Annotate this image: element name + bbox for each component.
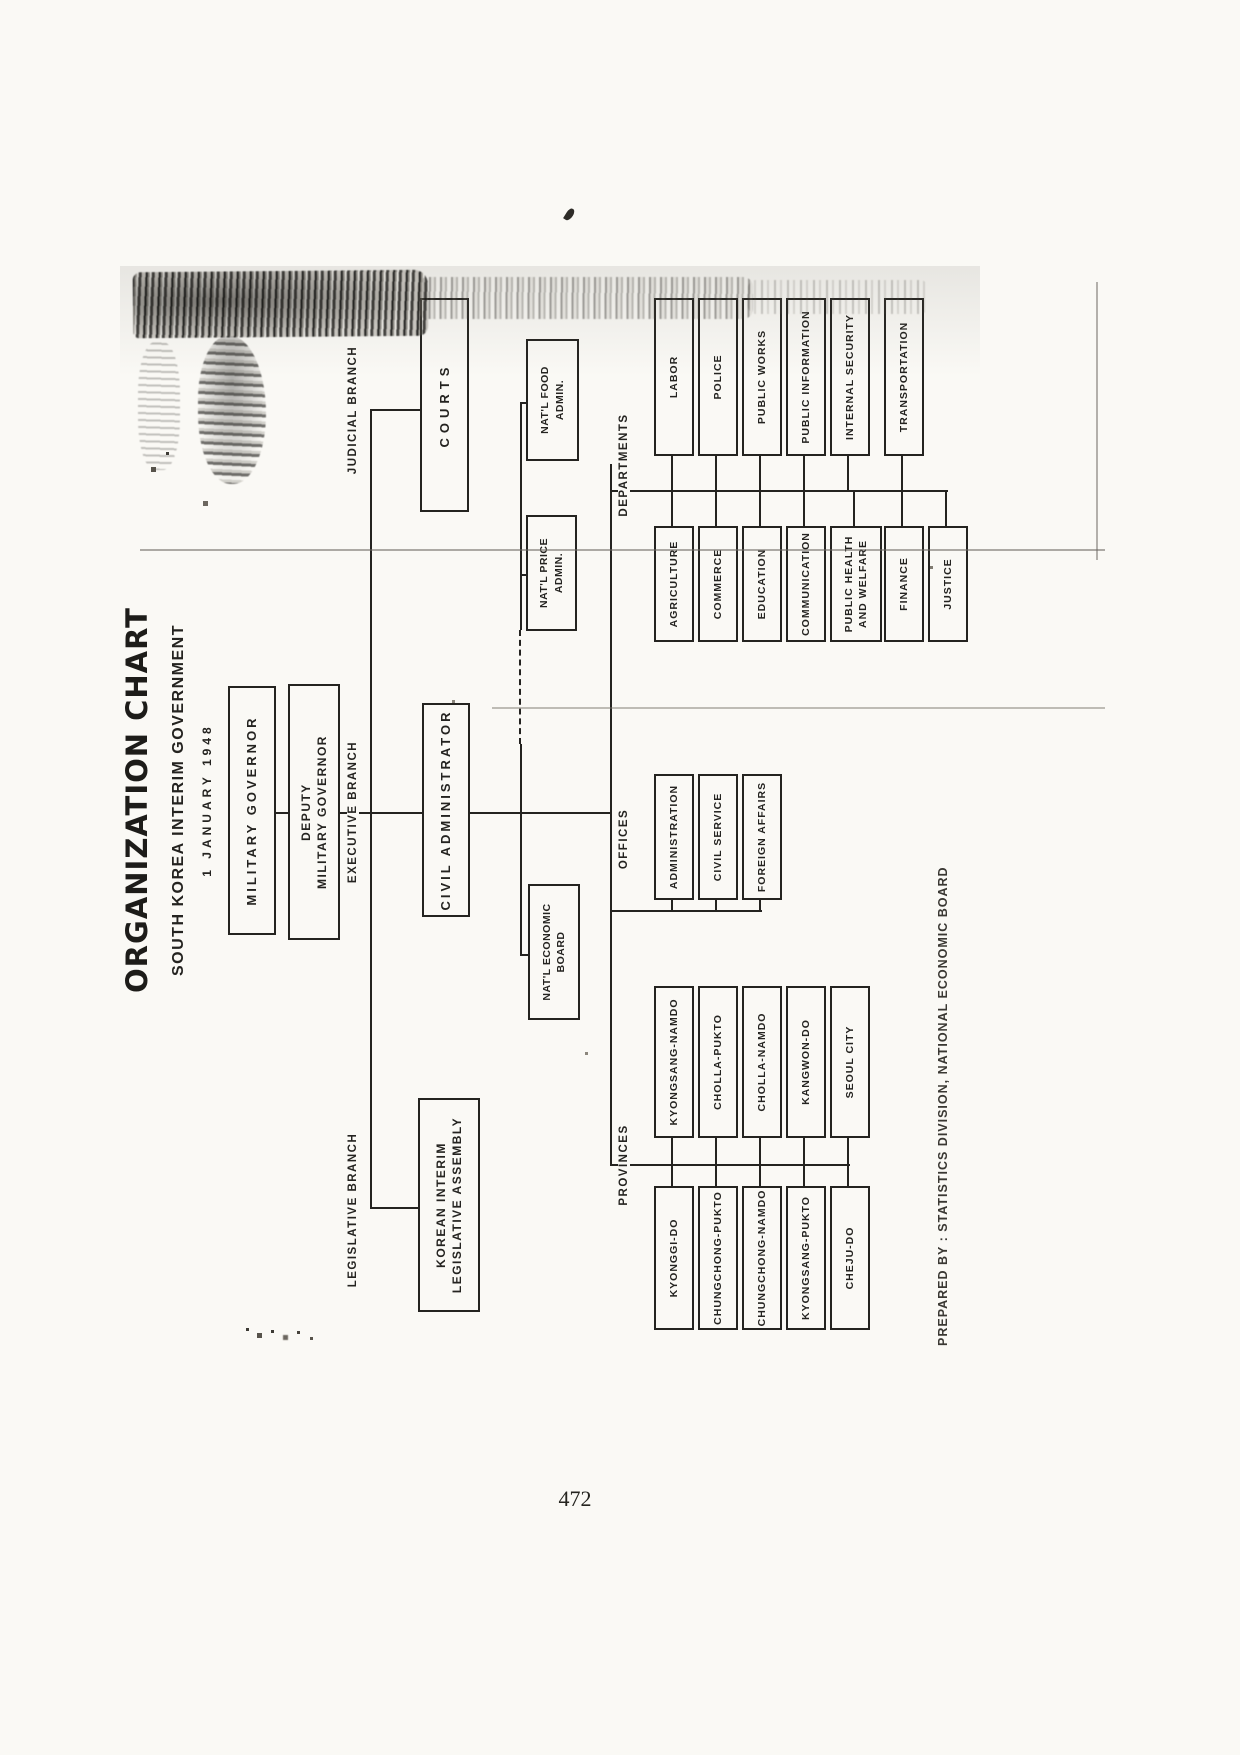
page-number: 472 xyxy=(558,1486,592,1511)
departments-spine xyxy=(612,490,948,492)
box-dept-transportation: TRANSPORTATION xyxy=(884,298,924,456)
trunk-line xyxy=(466,812,612,814)
tick xyxy=(671,490,673,530)
tick xyxy=(671,1138,673,1164)
tick xyxy=(901,454,903,490)
box-province-chungchong-pukto: CHUNGCHONG-PUKTO xyxy=(698,1186,738,1330)
box-natl-food-admin: NAT'L FOOD ADMIN. xyxy=(526,339,579,461)
label-offices: OFFICES xyxy=(618,783,630,895)
agency-line xyxy=(520,402,522,630)
label-departments: DEPARTMENTS xyxy=(618,398,630,532)
box-courts: COURTS xyxy=(420,298,469,512)
tick xyxy=(759,454,761,490)
box-legislative-assembly: KOREAN INTERIM LEGISLATIVE ASSEMBLY xyxy=(418,1098,480,1312)
box-province-kyongsang-pukto: KYONGSANG-PUKTO xyxy=(786,1186,826,1330)
box-dept-finance: FINANCE xyxy=(884,526,924,642)
box-province-cholla-namdo: CHOLLA-NAMDO xyxy=(742,986,782,1138)
box-dept-justice: JUSTICE xyxy=(928,526,968,642)
prepared-by-credit: PREPARED BY : STATISTICS DIVISION, NATIO… xyxy=(936,866,950,1346)
chart-date: 1 JANUARY 1948 xyxy=(200,723,214,877)
box-province-kyongsang-namdo: KYONGSANG-NAMDO xyxy=(654,986,694,1138)
box-office-foreign-affairs: FOREIGN AFFAIRS xyxy=(742,774,782,900)
box-dept-public-information: PUBLIC INFORMATION xyxy=(786,298,826,456)
box-dept-public-health-welfare: PUBLIC HEALTH AND WELFARE xyxy=(830,526,882,642)
tick xyxy=(803,490,805,530)
box-dept-education: EDUCATION xyxy=(742,526,782,642)
box-dept-commerce: COMMERCE xyxy=(698,526,738,642)
scan-speckle xyxy=(0,0,3,3)
tick xyxy=(671,454,673,490)
chart-title: ORGANIZATION CHART xyxy=(120,607,154,993)
box-natl-economic-board: NAT'L ECONOMIC BOARD xyxy=(528,884,580,1020)
connector-line xyxy=(372,409,420,411)
box-dept-police: POLICE xyxy=(698,298,738,456)
label-executive-branch: EXECUTIVE BRANCH xyxy=(347,722,359,902)
tick xyxy=(759,490,761,530)
tick xyxy=(901,490,903,530)
tick xyxy=(759,1138,761,1164)
box-province-cholla-pukto: CHOLLA-PUKTO xyxy=(698,986,738,1138)
box-province-kyonggi-do: KYONGGI-DO xyxy=(654,1186,694,1330)
connector-line xyxy=(372,812,422,814)
box-dept-public-works: PUBLIC WORKS xyxy=(742,298,782,456)
box-dept-communication: COMMUNICATION xyxy=(786,526,826,642)
box-dept-labor: LABOR xyxy=(654,298,694,456)
box-dept-agriculture: AGRICULTURE xyxy=(654,526,694,642)
tick xyxy=(803,454,805,490)
tick xyxy=(715,1138,717,1164)
box-dept-internal-security: INTERNAL SECURITY xyxy=(830,298,870,456)
tick xyxy=(715,454,717,490)
box-office-administration: ADMINISTRATION xyxy=(654,774,694,900)
box-office-civil-service: CIVIL SERVICE xyxy=(698,774,738,900)
box-province-kangwon-do: KANGWON-DO xyxy=(786,986,826,1138)
tick xyxy=(715,490,717,530)
tick xyxy=(945,490,947,530)
box-civil-administrator: CIVIL ADMINISTRATOR xyxy=(422,703,470,917)
box-province-chungchong-namdo: CHUNGCHONG-NAMDO xyxy=(742,1186,782,1330)
branch-line xyxy=(370,409,372,1209)
provinces-spine xyxy=(612,1164,850,1166)
scan-crease xyxy=(1096,282,1098,560)
label-legislative-branch: LEGISLATIVE BRANCH xyxy=(347,1115,359,1305)
box-military-governor: MILITARY GOVERNOR xyxy=(228,686,276,935)
tick xyxy=(853,490,855,530)
agency-line xyxy=(520,744,522,956)
scan-artifact xyxy=(563,207,576,222)
connector-line xyxy=(372,1207,418,1209)
chart-subtitle: SOUTH KOREA INTERIM GOVERNMENT xyxy=(170,624,187,976)
tick xyxy=(847,1138,849,1164)
tick xyxy=(803,1138,805,1164)
box-province-seoul-city: SEOUL CITY xyxy=(830,986,870,1138)
box-natl-price-admin: NAT'L PRICE ADMIN. xyxy=(526,515,577,631)
box-province-cheju-do: CHEJU-DO xyxy=(830,1186,870,1330)
tick xyxy=(847,454,849,490)
offices-spine xyxy=(612,910,762,912)
group-line xyxy=(610,464,612,1166)
box-deputy-military-governor: DEPUTY MILITARY GOVERNOR xyxy=(288,684,340,940)
label-provinces: PROVINCES xyxy=(618,1108,630,1222)
org-chart: ORGANIZATION CHART SOUTH KOREA INTERIM G… xyxy=(120,280,970,1360)
agency-line-dashed xyxy=(519,630,521,744)
label-judicial-branch: JUDICIAL BRANCH xyxy=(347,320,359,500)
